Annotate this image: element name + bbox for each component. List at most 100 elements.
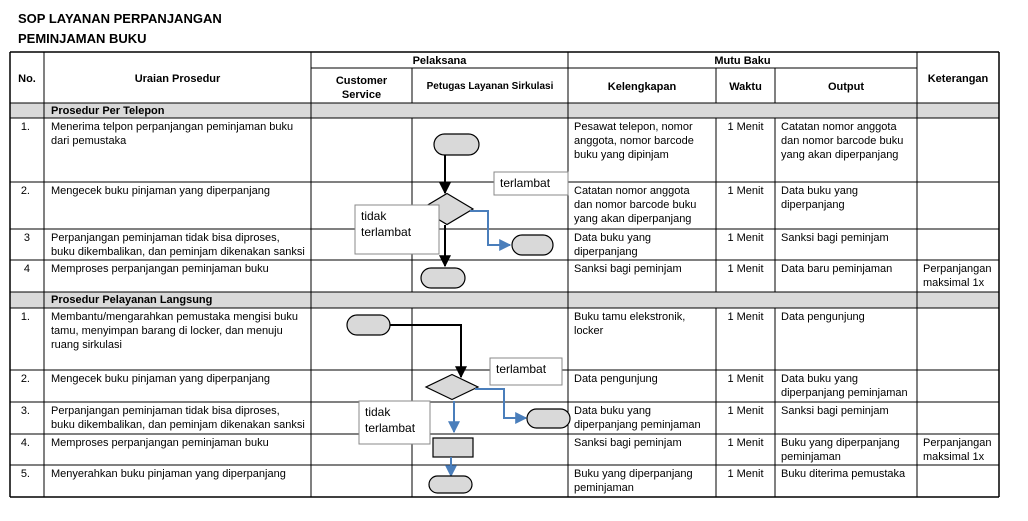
end-terminator-1 (420, 267, 466, 289)
row-no: 4. (10, 436, 30, 450)
header-kelengkapan: Kelengkapan (568, 80, 716, 94)
row-uraian-line: Memproses perpanjangan peminjaman buku (51, 437, 269, 449)
section-band-1 (10, 103, 999, 118)
row-uraian-line: Menyerahkan buku pinjaman yang diperpanj… (51, 468, 286, 480)
row-uraian-line: tamu, menyimpan barang di locker, dan me… (51, 325, 283, 337)
row-uraian: Mengecek buku pinjaman yang diperpanjang (51, 184, 308, 198)
row-keterangan-line: maksimal 1x (923, 451, 985, 463)
flow-arrow-3 (390, 324, 467, 379)
row-uraian-line: Mengecek buku pinjaman yang diperpanjang (51, 185, 270, 197)
row-uraian-line: Mengecek buku pinjaman yang diperpanjang (51, 373, 270, 385)
row-kelengkapan-line: Buku tamu elekstronik, (574, 311, 686, 323)
row-no: 5. (10, 467, 30, 481)
branch-arrow-late-1 (470, 210, 512, 251)
document-title-line2: PEMINJAMAN BUKU (18, 31, 147, 46)
row-output-line: Data baru peminjaman (781, 263, 893, 275)
row-waktu-line: 1 Menit (727, 405, 764, 417)
row-output-line: Data buku yang (781, 373, 859, 385)
row-output-line: dan nomor barcode buku (781, 135, 904, 147)
row-output-line: Buku diterima pemustaka (781, 468, 906, 480)
header-customer-service-line: Service (341, 89, 382, 101)
row-output: Data pengunjung (781, 310, 915, 324)
label-terlambat-1: terlambat (500, 176, 551, 190)
section-title-telepon-line: Prosedur Per Telepon (51, 105, 165, 117)
row-kelengkapan-line: diperpanjang peminjaman (574, 419, 701, 431)
start-terminator-1 (433, 133, 480, 156)
label-tidak-terlambat-2: tidak (365, 405, 391, 419)
row-keterangan: Perpanjangan maksimal 1x (923, 262, 999, 290)
sanction-terminator-1 (511, 234, 554, 256)
row-uraian: Memproses perpanjangan peminjaman buku (51, 436, 308, 450)
row-kelengkapan-line: locker (574, 325, 604, 337)
row-no-line: 2. (20, 185, 30, 197)
header-waktu-line: Waktu (729, 81, 762, 93)
row-no-line: 5. (20, 468, 30, 480)
header-customer-service-line: Customer (335, 75, 388, 87)
row-uraian: Menerima telpon perpanjangan peminjaman … (51, 120, 308, 148)
row-uraian-line: Menerima telpon perpanjangan peminjaman … (51, 121, 294, 133)
row-kelengkapan: Sanksi bagi peminjam (574, 436, 714, 450)
row-kelengkapan-line: Data pengunjung (574, 373, 658, 385)
row-output-line: diperpanjang (781, 199, 845, 211)
row-waktu: 1 Menit (716, 310, 775, 324)
row-no: 1. (10, 120, 30, 134)
row-uraian-line: buku dikembalikan, dan peminjam dikenaka… (51, 246, 305, 258)
row-waktu: 1 Menit (716, 262, 775, 276)
label-terlambat-2: terlambat (496, 362, 547, 376)
row-uraian: Memproses perpanjangan peminjaman buku (51, 262, 308, 276)
header-mutu-baku-line: Mutu Baku (714, 55, 771, 67)
row-kelengkapan: Data buku yang diperpanjang peminjaman (574, 404, 714, 432)
row-no-line: 1. (20, 121, 30, 133)
row-waktu-line: 1 Menit (727, 185, 764, 197)
row-keterangan-line: Perpanjangan (923, 263, 992, 275)
header-output-line: Output (827, 81, 865, 93)
row-output-line: Sanksi bagi peminjam (781, 405, 889, 417)
row-kelengkapan-line: Data buku yang (574, 405, 652, 417)
row-output-line: Data pengunjung (781, 311, 865, 323)
row-no: 2. (10, 184, 30, 198)
row-no-line: 4. (20, 437, 30, 449)
section-title-langsung: Prosedur Pelayanan Langsung (51, 293, 311, 307)
header-petugas: Petugas Layanan Sirkulasi (412, 80, 568, 94)
row-waktu: 1 Menit (716, 436, 775, 450)
row-keterangan-line: Perpanjangan (923, 437, 992, 449)
row-no-line: 3 (23, 232, 30, 244)
row-waktu-line: 1 Menit (727, 373, 764, 385)
row-no: 2. (10, 372, 30, 386)
label-tidak-terlambat-2-box (358, 400, 431, 445)
row-kelengkapan-line: Sanksi bagi peminjam (574, 263, 682, 275)
row-waktu-line: 1 Menit (727, 437, 764, 449)
start-terminator-2 (346, 314, 391, 336)
row-uraian-line: Perpanjangan peminjaman tidak bisa dipro… (51, 232, 280, 244)
row-output-line: peminjaman (781, 451, 841, 463)
row-kelengkapan: Buku tamu elekstronik, locker (574, 310, 714, 338)
header-keterangan-line: Keterangan (927, 73, 989, 85)
row-waktu: 1 Menit (716, 184, 775, 198)
row-kelengkapan-line: dan nomor barcode buku (574, 199, 697, 211)
row-kelengkapan-line: buku yang dipinjam (574, 149, 669, 161)
row-uraian-line: dari pemustaka (51, 135, 127, 147)
row-output-line: Sanksi bagi peminjam (781, 232, 889, 244)
section-title-langsung-line: Prosedur Pelayanan Langsung (51, 294, 213, 306)
document-title-line1: SOP LAYANAN PERPANJANGAN (18, 11, 222, 26)
row-kelengkapan: Data pengunjung (574, 372, 714, 386)
row-kelengkapan-line: Buku yang diperpanjang (574, 468, 693, 480)
row-uraian: Membantu/mengarahkan pemustaka mengisi b… (51, 310, 308, 352)
header-waktu: Waktu (716, 80, 775, 94)
row-keterangan-line: maksimal 1x (923, 277, 985, 289)
row-kelengkapan-line: Sanksi bagi peminjam (574, 437, 682, 449)
label-tidak-terlambat-1: tidak (361, 209, 387, 223)
header-kelengkapan-line: Kelengkapan (607, 81, 677, 93)
row-kelengkapan-line: diperpanjang (574, 246, 638, 258)
row-waktu-line: 1 Menit (727, 121, 764, 133)
header-pelaksana-line: Pelaksana (412, 55, 467, 67)
row-no: 4 (10, 262, 30, 276)
label-terlambat-1-box (493, 171, 569, 196)
row-kelengkapan: Sanksi bagi peminjam (574, 262, 714, 276)
row-uraian-line: Perpanjangan peminjaman tidak bisa dipro… (51, 405, 280, 417)
row-uraian: Perpanjangan peminjaman tidak bisa dipro… (51, 231, 308, 259)
